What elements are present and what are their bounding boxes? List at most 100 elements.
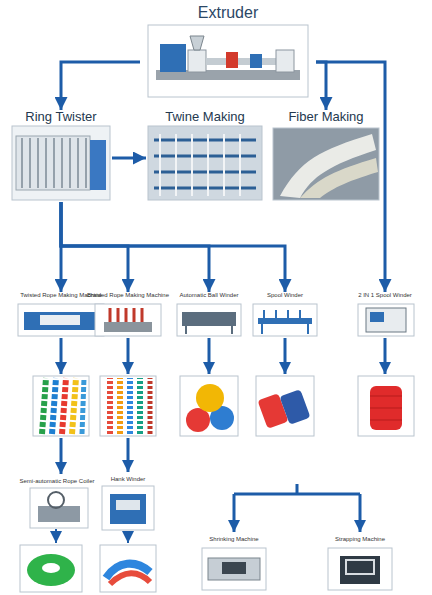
flow-arrow [60, 338, 63, 374]
extruder-picture [148, 25, 308, 97]
flow-connector [316, 62, 326, 110]
picture-frame [253, 304, 317, 336]
hank-winder-picture [102, 486, 154, 530]
node-label: Braided Rope Making Machine [86, 292, 170, 299]
machine-legs [186, 326, 232, 334]
rope-coil [27, 554, 75, 586]
twine-spool [280, 389, 311, 425]
rope-coil-product [20, 545, 82, 592]
machine-body [366, 308, 406, 332]
machine-unit [188, 50, 206, 72]
ball-winder-picture [177, 304, 241, 336]
machine-window [116, 500, 140, 510]
layout-arrows [56, 338, 385, 543]
flow-arrow [284, 338, 287, 374]
machine-cabinet [90, 140, 106, 190]
machine-base [104, 322, 152, 332]
picture-frame [12, 126, 110, 200]
rope [82, 378, 84, 434]
rope-coiler-picture [30, 488, 88, 528]
flow-connector [61, 202, 209, 292]
twine-making-picture [148, 126, 262, 200]
twine-ball-product [180, 376, 238, 436]
flow-connector [112, 157, 146, 160]
node-label: Extruder [140, 4, 316, 22]
flow-connector [61, 202, 285, 292]
bobbin-columns [160, 134, 240, 196]
machine-tunnel [222, 562, 246, 574]
machine-body [110, 494, 146, 524]
machine-body [182, 312, 236, 326]
machine-window [40, 315, 80, 325]
machine-box: Semi-automatic Rope Coiler [14, 478, 100, 530]
machine-box: Strapping Machine [322, 536, 398, 592]
twine-windings [370, 396, 402, 420]
spool-posts [262, 310, 308, 334]
node-label: Fiber Making [270, 110, 382, 124]
flow-arrow [384, 338, 387, 374]
braided-rope-product [100, 376, 156, 436]
split-bracket [234, 484, 360, 494]
picture-frame [33, 376, 89, 436]
node-label: 2 IN 1 Spool Winder [352, 292, 418, 299]
node-label: Semi-automatic Rope Coiler [14, 478, 100, 485]
flow-arrow [127, 531, 129, 543]
ring-twister-picture [12, 126, 110, 200]
flow-connector [61, 62, 140, 110]
spool-winder-picture [253, 304, 317, 336]
picture-frame [328, 548, 392, 590]
machine-box: Automatic Ball Winder [174, 292, 244, 338]
rope-hank [110, 573, 150, 584]
braided-rope-machine-picture [95, 304, 161, 336]
machine-arch [346, 560, 374, 574]
machine-cabinet [160, 44, 186, 72]
process-box: Ring Twister [10, 110, 112, 202]
twisted-rope-product [33, 376, 89, 436]
picture-frame [256, 376, 314, 436]
picture-frame [148, 25, 308, 97]
machine-body [24, 312, 98, 330]
process-box: Twine Making [146, 110, 264, 202]
twine-spool [370, 386, 402, 430]
fiber-making-picture [273, 128, 379, 200]
machine-unit [226, 52, 238, 68]
twine-ball [186, 408, 210, 432]
rope [42, 378, 46, 434]
rope [148, 378, 153, 434]
machine-box: Hank Winder [96, 476, 160, 532]
flow-arrow [127, 338, 130, 374]
rope-hank-product [100, 545, 156, 592]
process-box: Fiber Making [270, 110, 382, 202]
rope [107, 378, 113, 434]
flow-arrow [208, 338, 211, 374]
machine-unit [250, 54, 262, 68]
flow-arrow [127, 438, 130, 472]
flow-connector [316, 62, 385, 292]
machine-box: Shrinking Machine [198, 536, 270, 592]
machine-box: Braided Rope Making Machine [86, 292, 170, 338]
rope [52, 378, 56, 434]
machine-bed [206, 58, 276, 65]
coil-reel [48, 492, 64, 508]
twine-ball [196, 384, 224, 412]
rope [137, 378, 143, 434]
picture-frame [18, 304, 104, 336]
flow-arrow [60, 438, 63, 474]
node-label: Automatic Ball Winder [174, 292, 244, 299]
picture-frame [273, 128, 379, 200]
spindle-rows [22, 138, 86, 188]
picture-frame [148, 126, 262, 200]
spool-product [256, 376, 314, 436]
flow-connector [61, 202, 128, 292]
rope [127, 378, 133, 434]
node-label: Ring Twister [10, 110, 112, 124]
flow-arrow [359, 494, 362, 532]
machine-hopper [190, 36, 204, 50]
picture-frame [95, 304, 161, 336]
machine-panel [370, 312, 384, 322]
flow-connector [60, 202, 63, 292]
machine-body [16, 136, 90, 190]
picture-frame [30, 488, 88, 528]
twisted-rope-machine-picture [18, 304, 104, 336]
picture-frame [202, 548, 266, 590]
